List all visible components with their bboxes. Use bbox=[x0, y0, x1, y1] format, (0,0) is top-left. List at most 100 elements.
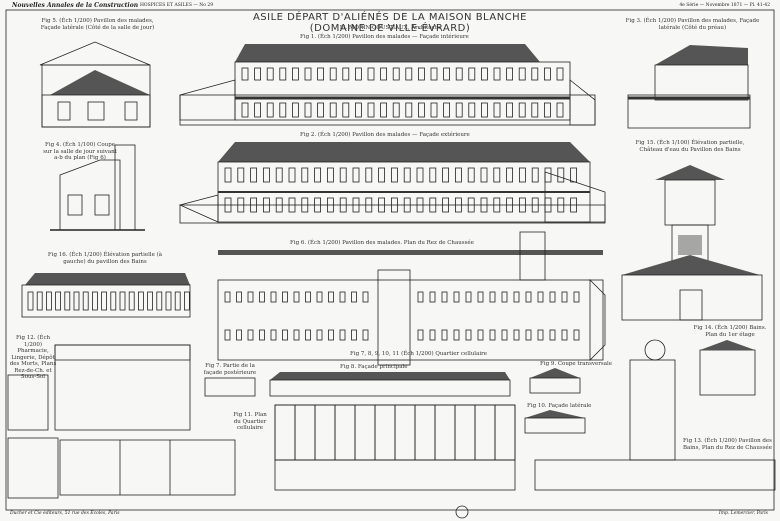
window bbox=[275, 167, 283, 183]
window bbox=[455, 102, 463, 118]
window bbox=[270, 291, 277, 303]
window bbox=[465, 291, 472, 303]
window bbox=[493, 197, 501, 213]
fig4-caption: Fig 4. (Éch 1/100) Coupe sur la salle de… bbox=[43, 142, 117, 161]
window bbox=[557, 167, 565, 183]
window bbox=[224, 167, 232, 183]
window bbox=[224, 291, 231, 303]
window bbox=[394, 404, 416, 461]
window bbox=[274, 404, 296, 461]
window bbox=[430, 102, 438, 118]
window bbox=[493, 102, 501, 118]
window bbox=[544, 167, 552, 183]
window bbox=[365, 167, 373, 183]
window bbox=[73, 291, 80, 311]
window bbox=[454, 167, 462, 183]
window bbox=[293, 329, 300, 341]
window bbox=[531, 67, 539, 81]
fig13-14-baths-plans bbox=[534, 339, 776, 491]
window bbox=[519, 197, 526, 213]
window bbox=[557, 197, 565, 213]
window bbox=[429, 329, 436, 341]
fig9-10-sections bbox=[524, 368, 586, 434]
window bbox=[403, 197, 411, 213]
fig1-caption: Fig 1. (Éch 1/200) Pavillon des malades … bbox=[300, 34, 469, 40]
window bbox=[241, 67, 249, 81]
window bbox=[301, 167, 309, 183]
window bbox=[354, 102, 362, 118]
window bbox=[288, 197, 296, 213]
window bbox=[247, 291, 254, 303]
window bbox=[236, 329, 242, 341]
window bbox=[241, 102, 249, 118]
fig7-caption: Fig 7. Partie de la façade postérieure bbox=[203, 363, 257, 376]
window bbox=[291, 102, 299, 118]
fig8-caption: Fig 8. Façade principale bbox=[340, 364, 408, 370]
window bbox=[362, 329, 369, 341]
journal-title: Nouvelles Annales de la Construction bbox=[12, 2, 139, 9]
window bbox=[556, 67, 564, 81]
window bbox=[489, 329, 496, 341]
window bbox=[442, 167, 450, 183]
window bbox=[174, 291, 181, 311]
fig7-8-cell-quarter-facades bbox=[204, 372, 511, 397]
publisher-footer: Ducher et Cie éditeurs, 51 rue des École… bbox=[10, 511, 120, 516]
window bbox=[291, 67, 299, 81]
window bbox=[351, 329, 357, 341]
window bbox=[305, 329, 311, 341]
window bbox=[414, 404, 436, 461]
window bbox=[354, 404, 376, 461]
window bbox=[270, 329, 277, 341]
fig15-water-tower bbox=[621, 165, 763, 321]
window bbox=[474, 404, 496, 461]
window bbox=[454, 404, 476, 461]
window bbox=[294, 404, 316, 461]
window bbox=[531, 197, 539, 213]
window bbox=[314, 167, 322, 183]
window bbox=[416, 197, 424, 213]
window bbox=[314, 404, 336, 461]
plate-title: ASILE DÉPART D'ALIÉNÉS DE LA MAISON BLAN… bbox=[252, 12, 528, 34]
window bbox=[275, 197, 283, 213]
window bbox=[443, 102, 451, 118]
plate-number: 4e Série — Novembre 1871 — Pl. 41-42 bbox=[679, 3, 770, 8]
fig6-ground-floor-plan bbox=[217, 231, 606, 366]
window bbox=[561, 291, 568, 303]
window bbox=[279, 102, 287, 118]
window bbox=[493, 167, 501, 183]
window bbox=[237, 197, 245, 213]
window bbox=[304, 102, 312, 118]
window bbox=[556, 102, 564, 118]
fig16-baths-elevation bbox=[21, 273, 191, 318]
window bbox=[417, 329, 424, 341]
window bbox=[328, 291, 334, 303]
window bbox=[506, 197, 514, 213]
window bbox=[434, 404, 456, 461]
window bbox=[441, 291, 448, 303]
window bbox=[328, 329, 334, 341]
window bbox=[501, 329, 508, 341]
window bbox=[326, 197, 334, 213]
window bbox=[254, 67, 262, 81]
window bbox=[506, 102, 514, 118]
window bbox=[392, 102, 400, 118]
window bbox=[339, 197, 347, 213]
window bbox=[453, 329, 460, 341]
window bbox=[513, 329, 520, 341]
window bbox=[326, 167, 334, 183]
window bbox=[236, 291, 242, 303]
window bbox=[317, 67, 325, 81]
window bbox=[92, 291, 98, 311]
window bbox=[27, 291, 34, 311]
window bbox=[454, 197, 462, 213]
window bbox=[334, 404, 356, 461]
window bbox=[573, 291, 580, 303]
window bbox=[254, 102, 262, 118]
fig13-caption: Fig 13. (Éch 1/200) Pavillon des Bains, … bbox=[682, 438, 773, 451]
window bbox=[262, 197, 270, 213]
window bbox=[480, 67, 488, 81]
architect-name: M. MORIN-GOUSTIAUX, Architecte bbox=[339, 25, 441, 31]
window bbox=[362, 291, 369, 303]
window bbox=[480, 167, 488, 183]
